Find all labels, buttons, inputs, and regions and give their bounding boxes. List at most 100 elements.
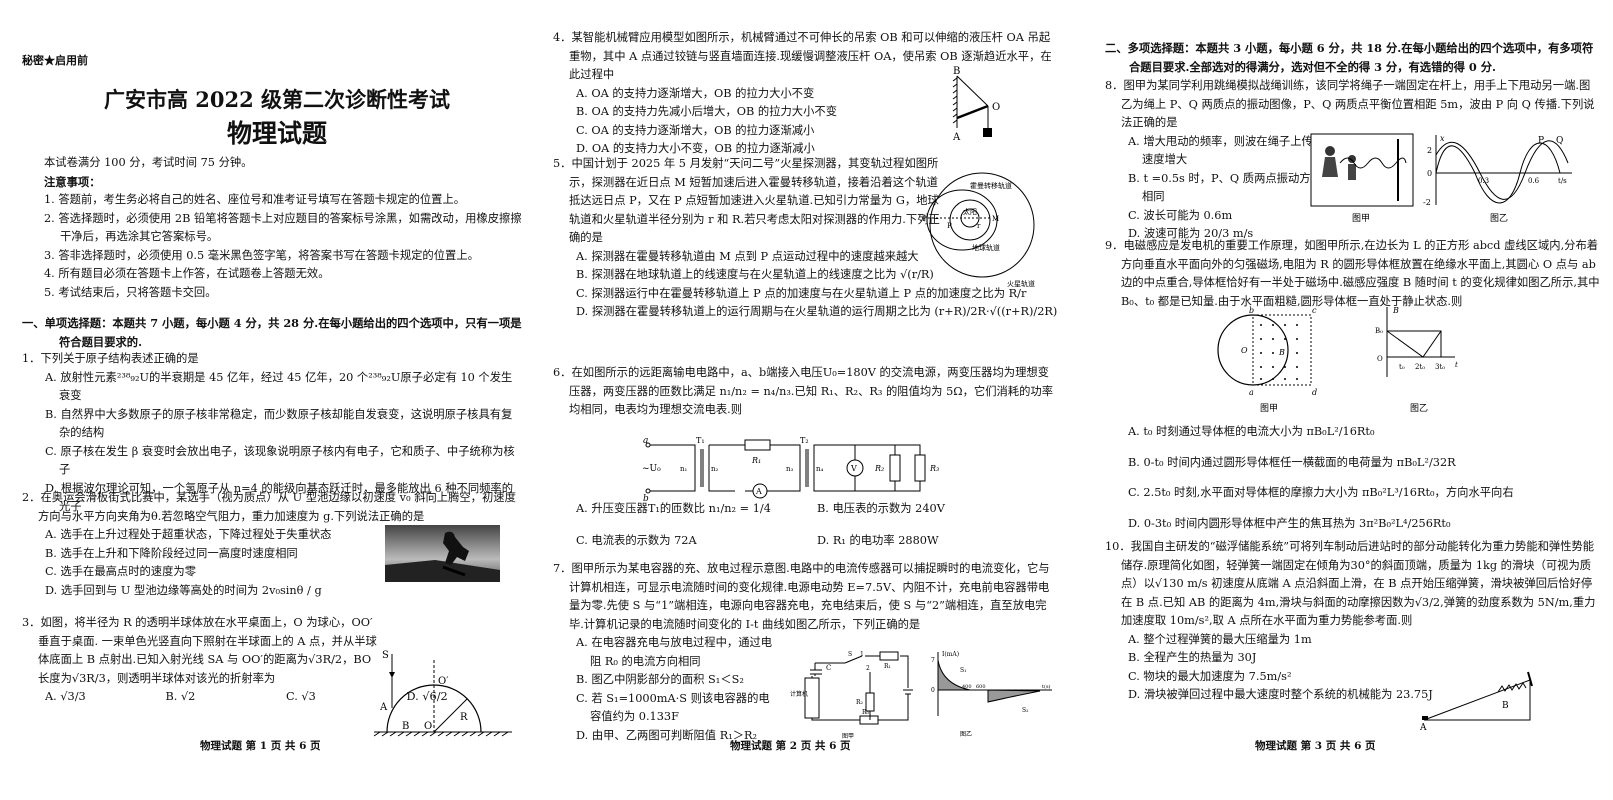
- option-d: D. OA 的支持力大小不变，OB 的拉力逐渐减小: [576, 142, 815, 155]
- option-d: D. R₁ 的电功率 2880W: [817, 534, 939, 547]
- tick-0-6: 0.6: [1528, 177, 1540, 185]
- caption-yi: 图乙: [1410, 403, 1428, 414]
- option-d: D. 探测器在霍曼转移轨道上的运行周期与在火星轨道的运行周期之比为 (r+R)/…: [576, 305, 1058, 318]
- label-b: B: [402, 721, 409, 732]
- intro-text: 本试卷满分 100 分，考试时间 75 分钟。: [44, 156, 253, 169]
- question-4: 4．某智能机械臂应用模型如图所示，机械臂通过不可伸长的吊索 OB 和可以伸缩的液…: [553, 29, 1058, 159]
- question-stem: 6．在如图所示的远距离输电电路中，a、b端接入电压U₀=180V 的交流电源，两…: [553, 366, 1053, 416]
- option-d: D. 波速可能为 20/3 m/s: [1128, 227, 1254, 240]
- label-c: C: [826, 664, 831, 672]
- axis-x-label: x: [1440, 134, 1445, 143]
- option-c: C. 物块的最大加速度为 7.5m/s²: [1128, 669, 1292, 683]
- label-a: a: [1249, 388, 1254, 397]
- option-a: A. 在电容器充电与放电过程中，通过电阻 R₀ 的电流方向相同: [576, 636, 773, 668]
- label-r1: R₁: [751, 456, 761, 465]
- tick-0: 0: [1427, 169, 1432, 178]
- exam-title: 广安市高 2022 级第二次诊断性考试: [103, 87, 451, 112]
- label-s: S: [382, 650, 389, 661]
- question-6: 6．在如图所示的远距离输电电路中，a、b端接入电压U₀=180V 的交流电源，两…: [553, 364, 1058, 551]
- label-earth-orbit: 地球轨道: [972, 243, 1000, 252]
- voltmeter-label: V: [850, 464, 857, 473]
- label-n3: n₃: [786, 465, 794, 473]
- label-n4: n₄: [816, 465, 824, 473]
- question-3: 3．如图，将半径为 R 的透明半球体放在水平桌面上，O 为球心，OO′垂直于桌面…: [22, 614, 448, 707]
- x-axis-label: t(s): [1042, 683, 1051, 690]
- tick-t0: t₀: [1399, 363, 1405, 371]
- label-n1: n₁: [680, 465, 688, 473]
- label-p: P: [1538, 136, 1544, 146]
- question-2: 2．在奥运会滑板街式比赛中，某选手（视为质点）从 U 型池边缘以初速度 v₀ 斜…: [22, 489, 517, 600]
- option-c: C. 波长可能为 0.6m: [1128, 208, 1233, 222]
- label-hohmann: 霍曼转移轨道: [970, 181, 1012, 190]
- option-b: B. t =0.5s 时，P、Q 质两点振动方向相同: [1128, 171, 1322, 204]
- label-o-prime: O′: [438, 676, 449, 687]
- tick-0: 0: [931, 687, 935, 694]
- label-a: a: [643, 436, 648, 446]
- tick-400: 400: [962, 684, 972, 690]
- question-10: 10．我国自主研发的“磁浮储能系统”可将列车制动后进站时的部分动能转化为重力势能…: [1105, 538, 1600, 705]
- option-b: B. √2: [165, 690, 196, 703]
- option-a: A. 增大甩动的频率，则波在绳子上传播速度增大: [1128, 134, 1325, 167]
- option-d: D. 滑块被弹回过程中最大速度时整个系统的机械能为 23.75J: [1128, 688, 1433, 701]
- induction-figures: b c a d O B 图甲 B B₀ O t₀ 2t₀ 3t₀ t 图乙: [1217, 306, 1458, 414]
- option-a: A. 升压变压器T₁的匝数比 n₁/n₂ = 1/4: [576, 501, 771, 515]
- question-5: 5．中国计划于 2025 年 5 月发射“天问二号”火星探测器，其变轨过程如图所…: [553, 155, 1058, 322]
- option-b: B. 全程产生的热量为 30J: [1128, 651, 1257, 664]
- option-c: C. 电流表的示数为 72A: [576, 534, 697, 547]
- label-mars-orbit: 火星轨道: [1007, 279, 1035, 288]
- tick-b0: B₀: [1375, 327, 1383, 335]
- instructions: 本试卷满分 100 分，考试时间 75 分钟。 注意事项： 1. 答题前，考生务…: [44, 154, 524, 302]
- notice-title: 注意事项：: [44, 174, 101, 189]
- option-a: A. OA 的支持力逐渐增大，OB 的拉力大小不变: [576, 86, 815, 100]
- option-b: B. 选手在上升和下降阶段经过同一高度时速度相同: [45, 546, 298, 560]
- tick-7: 7: [931, 657, 935, 664]
- question-stem: 2．在奥运会滑板街式比赛中，某选手（视为质点）从 U 型池边缘以初速度 v₀ 斜…: [22, 491, 516, 523]
- label-s2: S₂: [1022, 707, 1029, 714]
- robot-arm-diagram: B O A: [952, 66, 1000, 143]
- notice-item: 3. 答非选择题时，必须使用 0.5 毫米黑色签字笔，将答案书写在答题卡规定的位…: [44, 248, 479, 262]
- option-c: C. 选手在最高点时的速度为零: [45, 565, 196, 578]
- tick-2t0: 2t₀: [1415, 363, 1425, 371]
- caption-yi: 图乙: [960, 731, 972, 738]
- label-1: 1: [860, 651, 864, 658]
- label-computer: 计算机: [790, 690, 808, 698]
- transmission-circuit: a b ~U₀ T₁ T₂ n₁ n₂ n₃ n₄ R₁ R₂ R₃ V A: [642, 436, 939, 503]
- option-d: D. 由甲、乙两图可判断阻值 R₁＞R₂: [576, 728, 758, 742]
- label-r3: R₃: [929, 464, 939, 473]
- question-stem: 8．图甲为某同学利用跳绳模拟战绳训练，该同学将绳子一端固定在杆上，用手上下甩动另…: [1105, 79, 1595, 129]
- label-t1: T₁: [696, 436, 705, 445]
- tick-neg2: -2: [1423, 198, 1431, 207]
- label-n2: n₂: [711, 465, 719, 473]
- option-c: C. OA 的支持力逐渐增大，OB 的拉力逐渐减小: [576, 123, 815, 137]
- option-d: D. √6/2: [406, 690, 448, 703]
- capacitor-circuit-figures: C S 1 2 R₁ R₂ R₀ 计算机 图甲 7 I(mA) 0 400 60…: [790, 651, 1052, 740]
- caption-yi: 图乙: [1490, 213, 1508, 224]
- notice-item: 2. 答选择题时，必须使用 2B 铅笔将答题卡上对应题目的答案标号涂黑，如需改动…: [44, 211, 522, 244]
- label-2: 2: [866, 665, 870, 672]
- label-q: Q: [1556, 136, 1563, 146]
- option-list: A. 放射性元素²³⁸₉₂U的半衰期是 45 亿年，经过 45 亿年，20 个²…: [22, 369, 517, 517]
- tick-2: 2: [1427, 146, 1432, 155]
- label-field-b: B: [1278, 348, 1285, 357]
- option-a: A. √3/3: [45, 690, 86, 703]
- y-axis-label: I(mA): [942, 651, 959, 658]
- label-o: O: [992, 102, 1000, 113]
- question-stem: 3．如图，将半径为 R 的透明半球体放在水平桌面上，O 为球心，OO′垂直于桌面…: [22, 616, 377, 685]
- label-c: c: [1312, 306, 1317, 315]
- option-b: B. 图乙中阴影部分的面积 S₁＜S₂: [576, 673, 744, 686]
- option-c: C. 原子核在发生 β 衰变时会放出电子，该现象说明原子核内有电子，它和质子、中…: [45, 444, 515, 477]
- label-r: R: [460, 712, 468, 723]
- notice-item: 5. 考试结束后，只将答题卡交回。: [44, 285, 217, 299]
- label-r2: R₂: [874, 464, 884, 473]
- option-a: A. t₀ 时刻通过导体框的电流大小为 πB₀L²/16Rt₀: [1128, 425, 1375, 438]
- exam-subtitle: 物理试题: [226, 119, 327, 148]
- label-o: O: [424, 721, 432, 732]
- label-sun: 太阳: [963, 207, 977, 216]
- tick-0-3: 0.3: [1478, 177, 1489, 185]
- option-b: B. 自然界中大多数原子的原子核非常稳定，而少数原子核却能自发衰变，这说明原子核…: [45, 407, 513, 440]
- label-m: M: [992, 215, 999, 223]
- axis-t-label: t/s: [1558, 177, 1567, 185]
